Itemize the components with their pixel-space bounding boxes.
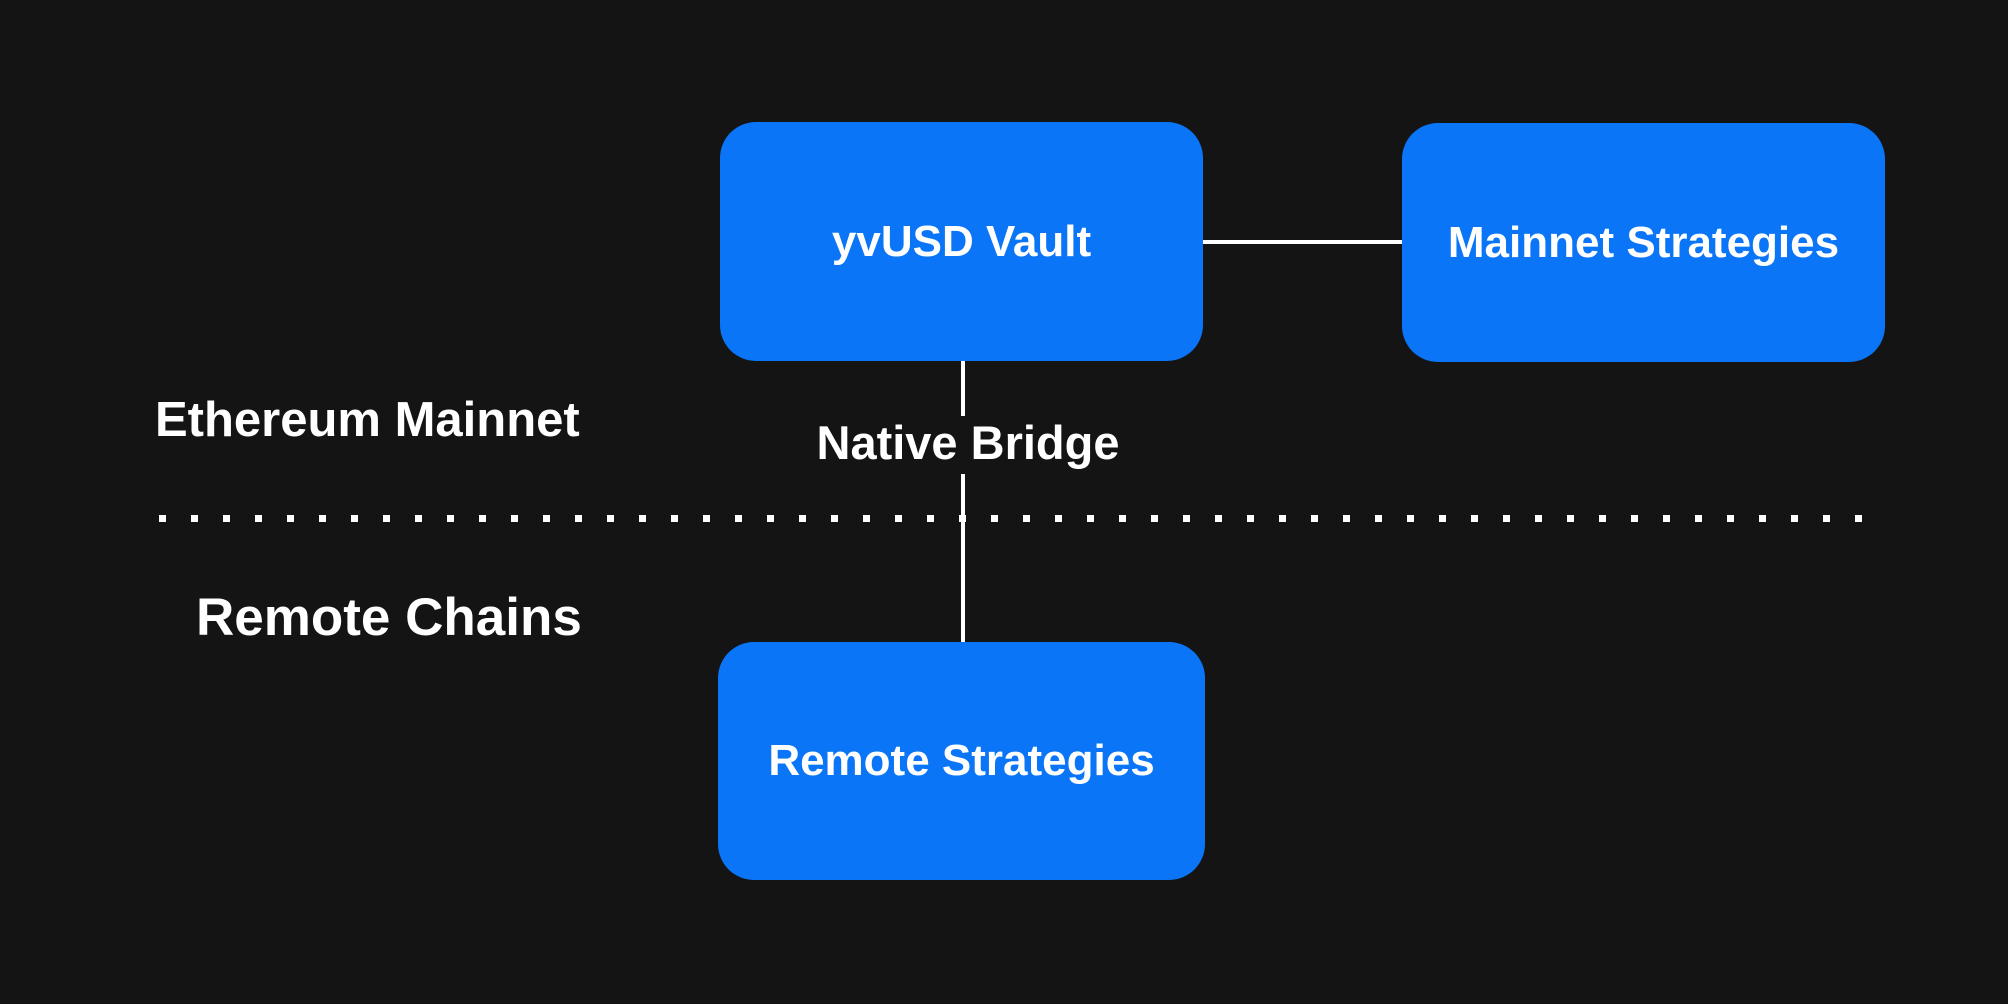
node-mainnet-strategies-label: Mainnet Strategies (1447, 217, 1840, 267)
chain-boundary-dotted-line (159, 515, 1864, 522)
region-label-ethereum-mainnet: Ethereum Mainnet (155, 393, 580, 447)
node-mainnet-strategies: Mainnet Strategies (1402, 123, 1885, 362)
edge-native-bridge-to-remote-strategies (961, 474, 965, 642)
node-remote-strategies-label: Remote Strategies (768, 736, 1155, 785)
node-yvusd-vault-label: yvUSD Vault (831, 216, 1092, 266)
region-label-remote-chains: Remote Chains (196, 588, 582, 647)
edge-vault-to-native-bridge (961, 360, 965, 416)
edge-vault-to-mainnet-strategies (1202, 240, 1402, 244)
node-remote-strategies: Remote Strategies (718, 642, 1205, 880)
node-yvusd-vault: yvUSD Vault (720, 122, 1203, 361)
edge-label-native-bridge: Native Bridge (816, 416, 1120, 469)
